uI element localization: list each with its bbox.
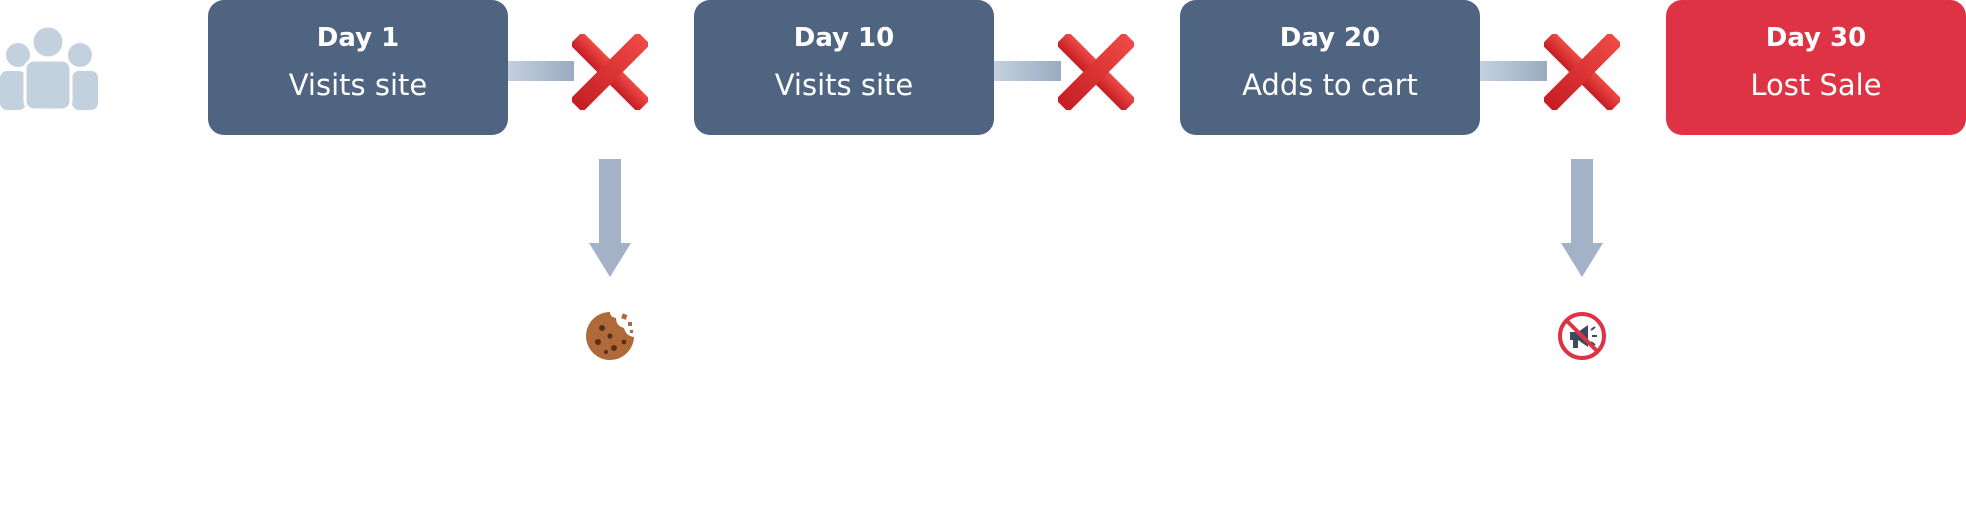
down-arrow — [1561, 159, 1603, 277]
connector-3 — [1479, 61, 1547, 81]
red-x-icon — [572, 34, 648, 110]
connector-1 — [506, 61, 574, 81]
step-action-label: Lost Sale — [1750, 68, 1882, 102]
step-action-label: Visits site — [774, 68, 914, 102]
connector-2 — [993, 61, 1061, 81]
step-day-20: Day 20 Adds to cart — [1180, 0, 1480, 135]
step-day-label: Day 30 — [1765, 23, 1867, 53]
cookie-icon — [586, 312, 634, 360]
step-day-label: Day 1 — [316, 23, 400, 53]
no-megaphone-icon — [1558, 312, 1606, 360]
down-arrow — [589, 159, 631, 277]
step-day-30-lost-sale: Day 30 Lost Sale — [1666, 0, 1966, 135]
step-day-label: Day 20 — [1279, 23, 1381, 53]
step-day-10: Day 10 Visits site — [694, 0, 994, 135]
red-x-icon — [1058, 34, 1134, 110]
red-x-icon — [1544, 34, 1620, 110]
step-action-label: Adds to cart — [1242, 68, 1418, 102]
step-day-1: Day 1 Visits site — [208, 0, 508, 135]
users-group-icon — [0, 26, 98, 110]
step-day-label: Day 10 — [793, 23, 895, 53]
step-action-label: Visits site — [288, 68, 428, 102]
